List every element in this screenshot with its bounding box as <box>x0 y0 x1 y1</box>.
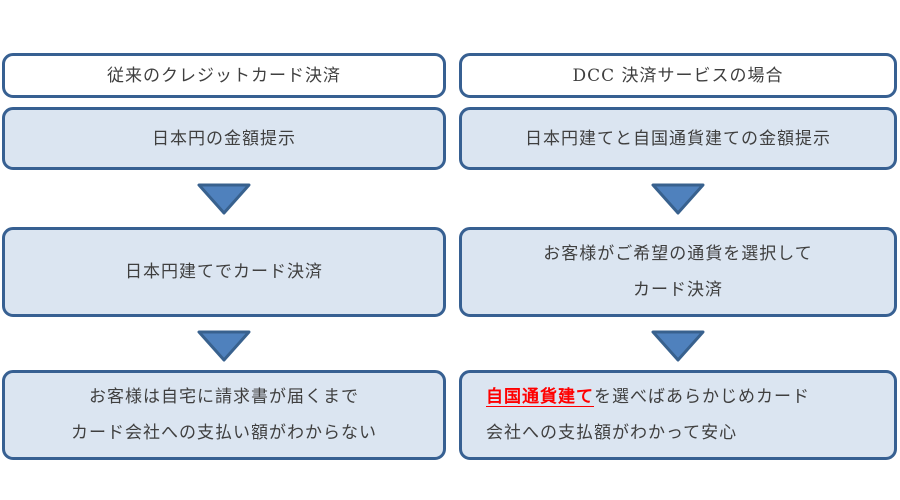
column-traditional-payment: 従来のクレジットカード決済 日本円の金額提示 日本円建てでカード決済 お客様は自… <box>2 0 446 500</box>
traditional-header-label: 従来のクレジットカード決済 <box>107 65 341 86</box>
traditional-step2-box: 日本円建てでカード決済 <box>2 227 446 317</box>
dcc-step1-label: 日本円建てと自国通貨建ての金額提示 <box>525 128 831 149</box>
traditional-step1-box: 日本円の金額提示 <box>2 107 446 170</box>
down-arrow-icon <box>197 183 251 215</box>
dcc-step3-rest-text: を選べばあらかじめカード <box>594 387 810 407</box>
dcc-step2-line1: お客様がご希望の通貨を選択して <box>543 244 813 264</box>
traditional-step2-label: 日本円建てでカード決済 <box>125 262 323 282</box>
dcc-step3-line1: 自国通貨建てを選べばあらかじめカード <box>486 379 870 415</box>
down-arrow-icon <box>651 183 705 215</box>
dcc-step3-line2: 会社への支払額がわかって安心 <box>486 423 738 443</box>
dcc-step3-highlight-text: 自国通貨建て <box>486 387 594 407</box>
traditional-step3-line1: お客様は自宅に請求書が届くまで <box>89 387 359 407</box>
traditional-header-box: 従来のクレジットカード決済 <box>2 53 446 98</box>
dcc-step2-box: お客様がご希望の通貨を選択して カード決済 <box>459 227 897 317</box>
dcc-step1-box: 日本円建てと自国通貨建ての金額提示 <box>459 107 897 170</box>
dcc-step2-line2: カード決済 <box>633 280 723 300</box>
traditional-step3-box: お客様は自宅に請求書が届くまで カード会社への支払い額がわからない <box>2 370 446 460</box>
down-arrow-icon <box>197 330 251 362</box>
traditional-step1-label: 日本円の金額提示 <box>152 128 296 149</box>
traditional-step3-line2: カード会社への支払い額がわからない <box>71 423 377 443</box>
dcc-header-box: DCC 決済サービスの場合 <box>459 53 897 98</box>
down-arrow-icon <box>651 330 705 362</box>
dcc-step3-box: 自国通貨建てを選べばあらかじめカード 会社への支払額がわかって安心 <box>459 370 897 460</box>
dcc-header-label: DCC 決済サービスの場合 <box>572 65 784 86</box>
column-dcc-payment: DCC 決済サービスの場合 日本円建てと自国通貨建ての金額提示 お客様がご希望の… <box>459 0 897 500</box>
